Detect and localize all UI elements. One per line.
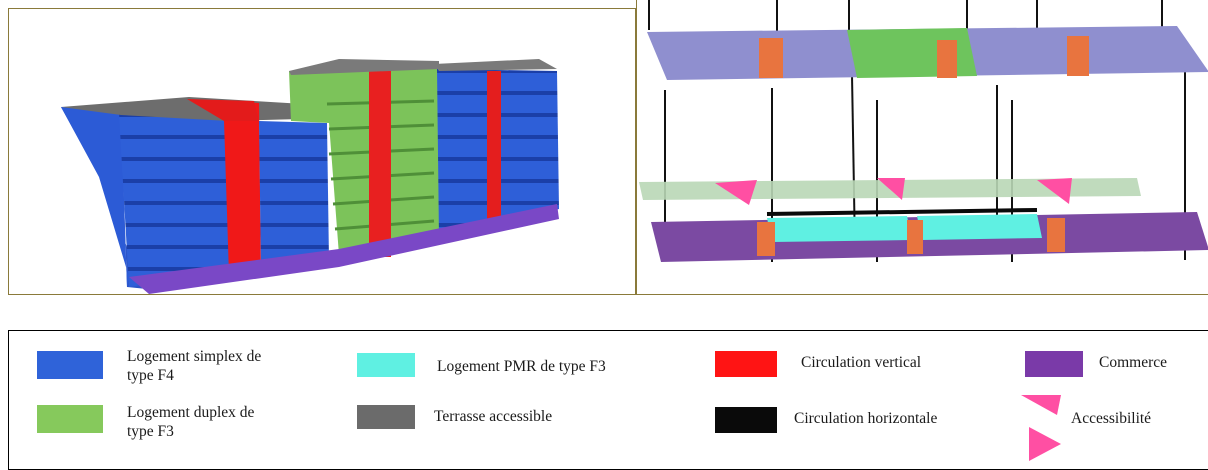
- vertical-circulation-1: [222, 101, 261, 275]
- exploded-floors-view: [636, 0, 1208, 295]
- legend: Logement simplex de type F4 Logement dup…: [8, 330, 1208, 470]
- gray-swatch: [357, 405, 415, 429]
- building-3d-view: [8, 8, 636, 295]
- ground-circulation-3: [1047, 218, 1065, 252]
- black-swatch: [715, 407, 777, 433]
- pmr-zone-2: [917, 214, 1042, 240]
- green-swatch: [37, 405, 103, 433]
- exploded-floors-drawing: [639, 0, 1208, 262]
- simplex-block-front-2: [259, 121, 329, 271]
- vertical-circulation-3: [487, 71, 501, 231]
- legend-label-simplex-2: type F4: [127, 367, 174, 384]
- pink-triangle-icon: [1021, 395, 1061, 461]
- vertical-circulation-2: [369, 67, 391, 257]
- accessibility-marker-2: [877, 178, 905, 200]
- ground-circulation-2: [907, 220, 923, 254]
- terrace-roof-right: [434, 59, 557, 71]
- cyan-swatch: [357, 353, 415, 377]
- legend-label-duplex-2: type F3: [127, 423, 174, 440]
- upper-circulation-1: [759, 38, 783, 78]
- legend-label-accessibilite: Accessibilité: [1071, 410, 1152, 427]
- legend-label-commerce: Commerce: [1099, 354, 1168, 371]
- accessibility-marker-1: [715, 180, 757, 205]
- accessibility-marker-3: [1037, 178, 1072, 204]
- terrace-roof-duplex: [289, 59, 439, 75]
- horizontal-circulation: [766, 208, 1038, 216]
- duplex-block-front: [289, 67, 439, 255]
- pmr-zone-1: [767, 216, 912, 242]
- simplex-block-front-1: [119, 113, 231, 287]
- building-3d-drawing: [61, 59, 559, 294]
- red-swatch: [715, 351, 777, 377]
- legend-label-pmr: Logement PMR de type F3: [437, 358, 606, 375]
- legend-label-duplex-1: Logement duplex de: [127, 404, 255, 421]
- upper-circulation-2: [937, 40, 957, 78]
- commerce-base: [129, 204, 559, 294]
- legend-label-terrasse: Terrasse accessible: [434, 408, 553, 425]
- upper-duplex-zone: [847, 28, 977, 78]
- upper-circulation-3: [1067, 36, 1089, 76]
- ground-circulation-1: [757, 222, 775, 256]
- blue-swatch: [37, 351, 103, 379]
- legend-label-circ-vert: Circulation vertical: [801, 354, 922, 371]
- purple-swatch: [1025, 351, 1083, 377]
- legend-label-simplex-1: Logement simplex de: [127, 348, 262, 365]
- legend-label-circ-horiz: Circulation horizontale: [794, 410, 938, 427]
